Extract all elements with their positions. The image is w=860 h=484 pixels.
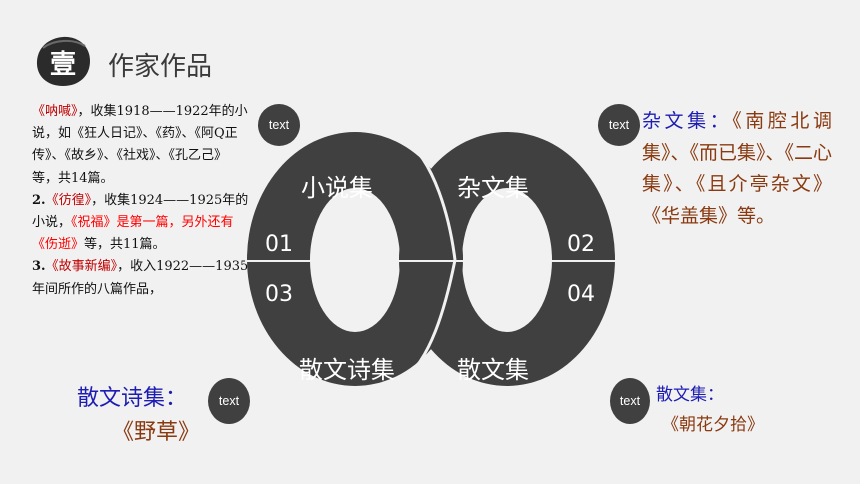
infinity-shape [245, 132, 615, 386]
sanwen-content: 《朝花夕拾》 [662, 415, 764, 435]
zawen-block: 杂文集：《南腔北调集》、《而已集》、《二心集》、《且介亭杂文》《华盖集》等。 [642, 106, 832, 232]
sanwenshi-content: 《野草》 [112, 420, 201, 445]
item-number-2: 2. [32, 192, 46, 208]
page-title: 作家作品 [108, 52, 213, 82]
zawen-label: 杂文集： [642, 110, 733, 132]
sanwenshi-label: 散文诗集： [77, 386, 188, 411]
placeholder-circle-top-right: text [598, 104, 640, 146]
zawen-content: 《南腔北调集》、《而已集》、《二心集》、《且介亭杂文》《华盖集》等。 [642, 110, 833, 227]
num-01: 01 [265, 232, 293, 257]
label-xiaoshuoji: 小说集 [301, 174, 373, 202]
placeholder-circle-bottom-right: text [610, 378, 650, 424]
label-sanwenshiji: 散文诗集 [299, 356, 395, 384]
label-sanwenji: 散文集 [457, 356, 529, 384]
works-description: 《呐喊》，收集1918——1922年的小说，如《狂人日记》、《药》、《阿Q正传》… [32, 101, 252, 301]
works-paragraph-3: 3.《故事新编》，收入1922——1935年间所作的八篇作品， [32, 256, 252, 300]
works-paragraph-1: 《呐喊》，收集1918——1922年的小说，如《狂人日记》、《药》、《阿Q正传》… [32, 101, 252, 190]
work-title-nahan: 《呐喊》 [32, 104, 78, 119]
label-zawenji: 杂文集 [457, 174, 529, 202]
num-04: 04 [567, 282, 595, 307]
section-badge: 壹 [33, 34, 93, 88]
num-02: 02 [567, 232, 595, 257]
works-p1-text: ，收集1918——1922年的小说，如《狂人日记》、《药》、《阿Q正传》、《故乡… [32, 104, 248, 186]
works-p2-text: ，收集1924——1925年的小说， [32, 192, 249, 231]
works-p2-end: 等，共11篇。 [84, 237, 166, 253]
ink-circle-icon [36, 36, 90, 86]
works-p2-highlight: 《祝福》是第一篇，另外还有《伤逝》 [32, 215, 234, 253]
badge-label: 壹 [49, 50, 76, 80]
category-diagram: 小说集 01 杂文集 02 03 散文诗集 04 散文集 [245, 130, 615, 392]
works-p3-text: ，收入1922——1935年间所作的八篇作品， [32, 259, 249, 297]
left-ring [247, 132, 463, 386]
placeholder-circle-top-left: text [258, 104, 300, 146]
works-paragraph-2: 2.《彷徨》，收集1924——1925年的小说，《祝福》是第一篇，另外还有《伤逝… [32, 190, 252, 257]
sanwen-label: 散文集： [656, 385, 724, 405]
item-number-3: 3. [32, 259, 46, 275]
work-title-panghuang: 《彷徨》 [45, 192, 92, 208]
work-title-gushixinbian: 《故事新编》 [45, 259, 118, 275]
num-03: 03 [265, 282, 293, 307]
right-ring [399, 132, 615, 386]
placeholder-circle-bottom-left: text [208, 378, 250, 424]
